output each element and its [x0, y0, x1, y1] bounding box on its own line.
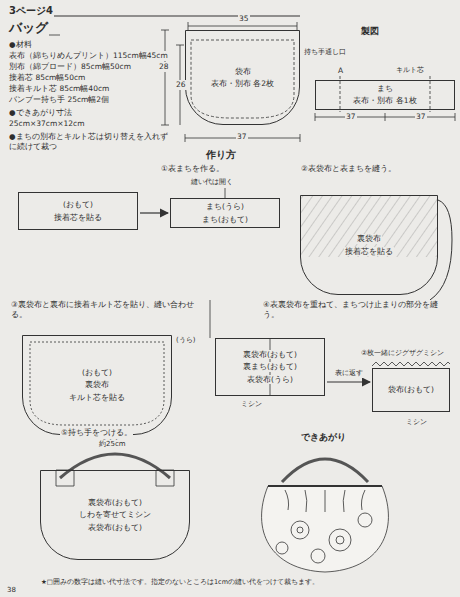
- piece-text: 表袋布(うら): [246, 375, 294, 384]
- note-text: 28: [158, 62, 170, 72]
- note-text: バンブー持ち手 25cm幅2個: [8, 95, 110, 105]
- piece-text: 裏袋布: [84, 380, 110, 389]
- piece-text: 表袋布(おもて): [87, 523, 143, 532]
- note-text: 接着芯 85cm幅50cm: [8, 73, 86, 83]
- note-text: 約25cm: [98, 440, 127, 449]
- piece-text: 袋布: [234, 67, 252, 76]
- note-text: 26: [175, 80, 187, 90]
- piece-text: 接着芯を貼る: [344, 247, 394, 256]
- note-text: ●できあがり寸法: [8, 108, 73, 118]
- bag-piece: 裏袋布(おもて) しわを寄せてミシン表袋布(おもて): [40, 470, 190, 560]
- page-header: 3ページ4: [8, 4, 54, 17]
- note-text: 35: [238, 14, 250, 24]
- piece-text: 裏まち(おもて): [242, 362, 298, 371]
- note-text: ★□囲みの数字は縫い代寸法です。指定のないところは1cmの縫い代をつけて裁ちます…: [40, 578, 457, 586]
- note-text: 別布（綿ブロード）85cm幅50cm: [8, 62, 132, 72]
- note-text: 25cm×37cm×12cm: [8, 119, 86, 129]
- note-text: A: [337, 66, 344, 76]
- note-text: 37: [236, 132, 248, 142]
- bag-piece: (おもて) 裏袋布キルト芯を貼る: [22, 335, 172, 435]
- step-arrow: [327, 381, 370, 382]
- heading: バッグ: [8, 20, 49, 37]
- piece-text: 裏袋布: [356, 234, 382, 243]
- note-text: ミシン: [240, 400, 263, 409]
- pattern-piece: 裏袋布(おもて) 裏まち(おもて) 表袋布(うら): [215, 338, 325, 396]
- note-text: 37: [415, 112, 427, 122]
- bag-piece: 裏袋布接着芯を貼る: [300, 195, 438, 295]
- note-text: 縫い代は開く: [190, 178, 234, 187]
- note-text: 持ち手通し口: [303, 48, 347, 57]
- note-text: ⑤持ち手をつける。: [60, 428, 133, 438]
- piece-text: 表布・別布 各1枚: [352, 96, 417, 105]
- heading: 作り方: [205, 148, 237, 161]
- piece-text: まち: [376, 84, 394, 93]
- note-text: キルト芯: [395, 66, 425, 75]
- piece-text: 袋布(おもて): [387, 385, 435, 394]
- heading: できあがり: [300, 432, 347, 444]
- pattern-piece: (おもて) 接着芯を貼る: [18, 192, 138, 230]
- note-text: 38: [6, 586, 17, 595]
- piece-text: 表布・別布 各2枚: [210, 79, 275, 88]
- note-text: (うら): [175, 336, 196, 345]
- note-text: ●まちの別布とキルト芯は切り替えを入れずに続けて裁つ: [8, 132, 175, 152]
- piece-text: (おもて): [81, 368, 113, 377]
- pattern-piece: まち(うら) まち(おもて): [170, 198, 280, 228]
- edge-label: 表に返す: [334, 369, 364, 378]
- pattern-piece: まち表布・別布 各1枚: [315, 80, 455, 110]
- note-text: ②枚一緒にジグザグミシン: [360, 349, 445, 358]
- pattern-piece: 袋布(おもて): [372, 368, 450, 412]
- heading: 製図: [360, 26, 380, 38]
- note-text: 表布（綿ちりめんプリント）115cm幅45cm: [8, 51, 169, 61]
- note-text: ③裏袋布と裏布に接着キルト芯を貼り、縫い合わせる。: [10, 300, 202, 320]
- piece-text: 裏袋布(おもて): [87, 498, 143, 507]
- note-text: ④表裏袋布を重ねて、まちつけ止まりの部分を縫う。: [262, 300, 454, 320]
- note-text: ①表まちを作る。: [160, 164, 225, 174]
- note-text: 接着キルト芯 85cm幅40cm: [8, 84, 110, 94]
- piece-text: しわを寄せてミシン: [78, 510, 152, 519]
- piece-text: 裏袋布(おもて): [242, 350, 298, 359]
- note-text: 37: [345, 112, 357, 122]
- bag-piece: 袋布表布・別布 各2枚: [185, 30, 300, 125]
- piece-text: まち(おもて): [201, 215, 249, 224]
- piece-text: キルト芯を貼る: [68, 393, 126, 402]
- piece-text: 接着芯を貼る: [53, 213, 103, 222]
- note-text: ミシン: [405, 418, 428, 427]
- piece-text: (おもて): [62, 200, 94, 209]
- note-text: ●材料: [8, 40, 33, 50]
- piece-text: まち(うら): [205, 202, 245, 211]
- step-arrow: [140, 212, 168, 213]
- note-text: ②表袋布と表まちを縫う。: [300, 164, 397, 174]
